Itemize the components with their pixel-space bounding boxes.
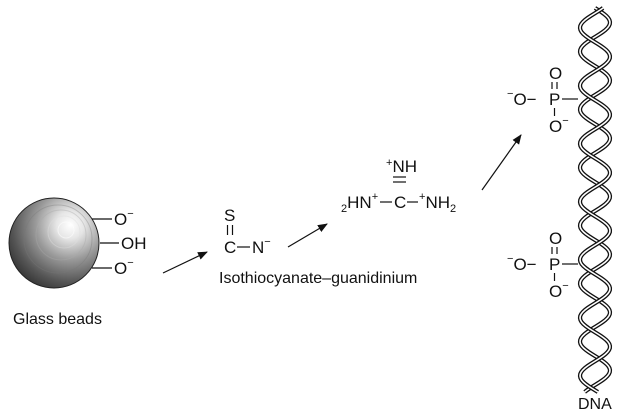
phosphate-group-upper: O −O− P O− bbox=[507, 64, 578, 136]
dna-double-helix bbox=[577, 6, 613, 394]
guanidinium-left-group: 2HN+ bbox=[341, 191, 378, 215]
arrow-beads-to-isothiocyanate bbox=[162, 251, 208, 274]
isothiocyanate-carbon: C bbox=[224, 238, 236, 257]
guanidinium-top-group: +NH bbox=[386, 157, 417, 176]
arrow-guanidinium-to-phosphate bbox=[481, 134, 522, 191]
phosphate-lower-phosphorus: P bbox=[549, 255, 560, 274]
phosphate-lower-bottom-oxygen: O− bbox=[549, 280, 569, 301]
bead-surface-groups: O− OH O− bbox=[92, 208, 147, 278]
dna-strand-a-fill bbox=[579, 7, 611, 393]
arrow-isothiocyanate-to-guanidinium bbox=[287, 223, 328, 248]
phosphate-group-lower: O −O− P O− bbox=[507, 229, 578, 301]
phosphate-upper-left-oxygen: −O− bbox=[507, 88, 537, 109]
bead-sphere bbox=[8, 197, 100, 289]
bead-group-middle: OH bbox=[121, 234, 147, 253]
isothiocyanate-group: S C N− bbox=[224, 206, 271, 257]
guanidinium-carbon: C bbox=[394, 193, 406, 212]
guanidinium-right-group: +NH2 bbox=[419, 191, 456, 215]
bead-group-bottom: O− bbox=[114, 257, 134, 278]
dna-strand-b-fill bbox=[579, 7, 611, 393]
phosphate-lower-left-oxygen: −O− bbox=[507, 253, 537, 274]
phosphate-lower-top-oxygen: O bbox=[549, 229, 562, 248]
phosphate-upper-bottom-oxygen: O− bbox=[549, 115, 569, 136]
glass-bead bbox=[8, 197, 100, 289]
isothiocyanate-sulfur: S bbox=[224, 206, 235, 225]
isothiocyanate-guanidinium-label: Isothiocyanate–guanidinium bbox=[219, 270, 417, 287]
bead-group-top: O− bbox=[114, 208, 134, 229]
phosphate-upper-top-oxygen: O bbox=[549, 64, 562, 83]
guanidinium-group: +NH 2HN+ C +NH2 bbox=[341, 157, 456, 215]
glass-beads-label: Glass beads bbox=[13, 311, 102, 328]
phosphate-upper-phosphorus: P bbox=[549, 90, 560, 109]
isothiocyanate-nitrogen: N− bbox=[252, 236, 271, 257]
dna-label: DNA bbox=[578, 396, 612, 413]
